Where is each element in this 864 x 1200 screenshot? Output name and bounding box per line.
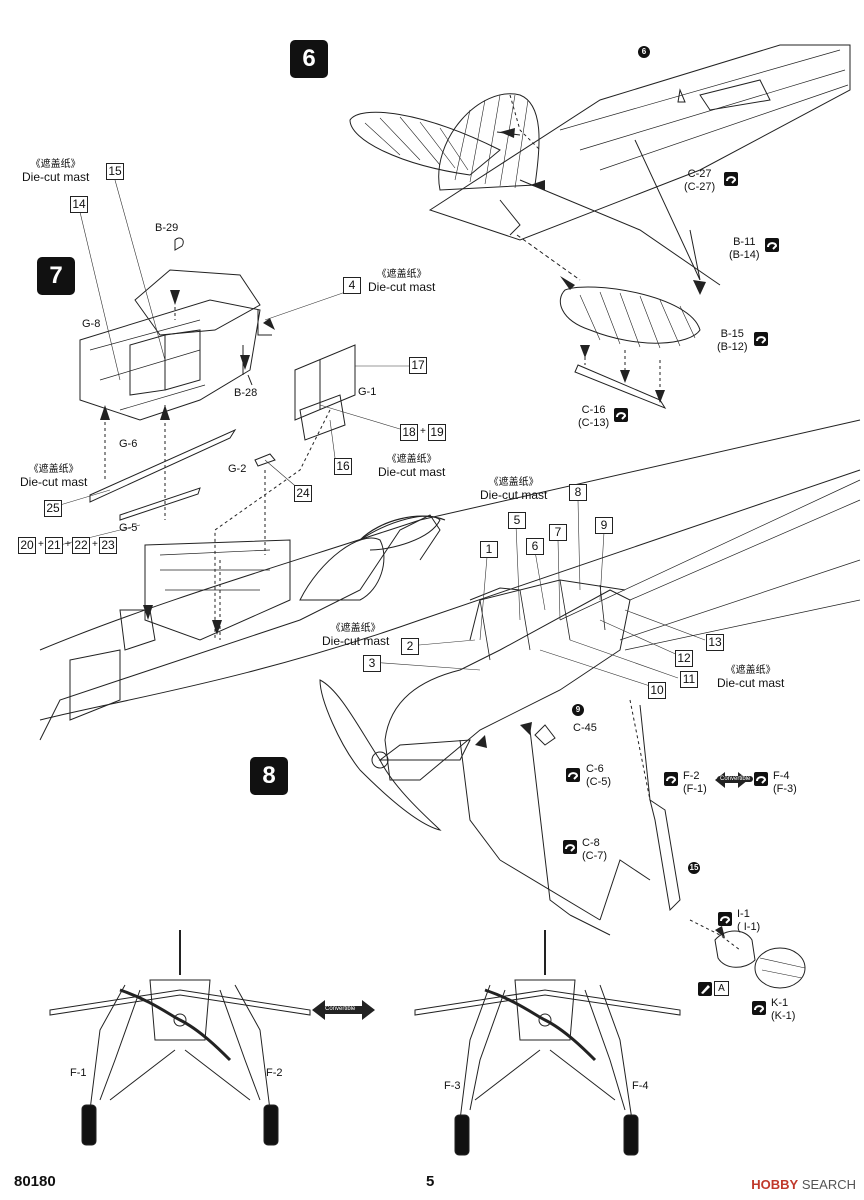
mask-14: 14 bbox=[70, 196, 88, 213]
mask-8: 8 bbox=[569, 484, 587, 501]
mask-4: 4 bbox=[343, 277, 361, 294]
part-label-c27: C-27(C-27) bbox=[684, 168, 716, 193]
part-label-k1: K-1(K-1) bbox=[771, 997, 796, 1022]
part-label-c6: C-6(C-5) bbox=[586, 763, 612, 788]
glue-icon bbox=[566, 768, 580, 782]
die-cut-note: 《遮盖纸》Die-cut mast bbox=[322, 623, 390, 648]
part-label-b28: B-28 bbox=[234, 387, 258, 399]
mask-19: 19 bbox=[428, 424, 446, 441]
callout-6: 6 bbox=[638, 46, 650, 58]
part-label-c16: C-16(C-13) bbox=[578, 404, 610, 429]
part-label-f4-bottom: F-4 bbox=[632, 1080, 649, 1092]
mask-20: 20 bbox=[18, 537, 36, 554]
glue-icon bbox=[563, 840, 577, 854]
front-view-f1-f2-drawing bbox=[49, 930, 311, 1146]
plus-sign: + bbox=[92, 539, 98, 550]
glue-icon bbox=[754, 332, 768, 346]
convertible-arrows bbox=[312, 772, 748, 1020]
die-cut-note: 《遮盖纸》Die-cut mast bbox=[480, 477, 548, 502]
paint-color-a: A bbox=[714, 981, 729, 996]
part-label-g5: G-5 bbox=[119, 522, 138, 534]
mask-9: 9 bbox=[595, 517, 613, 534]
die-cut-note: 《遮盖纸》Die-cut mast bbox=[20, 464, 88, 489]
paint-icon bbox=[698, 982, 712, 996]
part-label-g1: G-1 bbox=[358, 386, 377, 398]
mask-3: 3 bbox=[363, 655, 381, 672]
die-cut-note: 《遮盖纸》Die-cut mast bbox=[717, 665, 785, 690]
glue-icon bbox=[752, 1001, 766, 1015]
glue-icon bbox=[724, 172, 738, 186]
part-label-b11: B-11(B-14) bbox=[729, 236, 760, 261]
part-label-f2-bottom: F-2 bbox=[266, 1067, 283, 1079]
mask-16: 16 bbox=[334, 458, 352, 475]
part-label-f3: F-3 bbox=[444, 1080, 461, 1092]
part-label-f2-top: F-2(F-1) bbox=[683, 770, 707, 795]
step-8-badge: 8 bbox=[250, 757, 288, 795]
front-view-f3-f4-drawing bbox=[414, 930, 681, 1156]
mask-10: 10 bbox=[648, 682, 666, 699]
mask-24: 24 bbox=[294, 485, 312, 502]
mask-12: 12 bbox=[675, 650, 693, 667]
mask-23: 23 bbox=[99, 537, 117, 554]
part-label-i1: I-1( I-1) bbox=[737, 908, 761, 933]
plus-sign: + bbox=[420, 426, 426, 437]
step-7-badge: 7 bbox=[37, 257, 75, 295]
convertible-tag: Convertible bbox=[322, 1006, 359, 1012]
mask-1: 1 bbox=[480, 541, 498, 558]
callout-15: 15 bbox=[688, 862, 700, 874]
glue-icon bbox=[664, 772, 678, 786]
glue-icon bbox=[754, 772, 768, 786]
page-number: 5 bbox=[426, 1173, 435, 1190]
glue-icon bbox=[614, 408, 628, 422]
plus-sign: + bbox=[65, 539, 71, 550]
mask-25: 25 bbox=[44, 500, 62, 517]
mask-15: 15 bbox=[106, 163, 124, 180]
part-label-f1: F-1 bbox=[70, 1067, 87, 1079]
plus-sign: + bbox=[38, 539, 44, 550]
callout-9: 9 bbox=[572, 704, 584, 716]
mask-5: 5 bbox=[508, 512, 526, 529]
mask-2: 2 bbox=[401, 638, 419, 655]
mask-22: 22 bbox=[72, 537, 90, 554]
part-label-f4-top: F-4(F-3) bbox=[773, 770, 797, 795]
cockpit-drawing bbox=[39, 237, 861, 741]
mask-11: 11 bbox=[680, 671, 698, 688]
watermark-logo: HOBBY SEARCH bbox=[751, 1177, 856, 1192]
mask-13: 13 bbox=[706, 634, 724, 651]
convertible-tag: Convertible bbox=[717, 776, 754, 782]
part-label-g2: G-2 bbox=[228, 463, 247, 475]
glue-icon bbox=[718, 912, 732, 926]
part-label-b15: B-15(B-12) bbox=[717, 328, 748, 353]
die-cut-note: 《遮盖纸》Die-cut mast bbox=[368, 269, 436, 294]
kit-code: 80180 bbox=[14, 1173, 56, 1190]
part-label-g6: G-6 bbox=[119, 438, 138, 450]
mask-17: 17 bbox=[409, 357, 427, 374]
part-label-b29: B-29 bbox=[155, 222, 179, 234]
mask-6: 6 bbox=[526, 538, 544, 555]
front-fuselage-drawing bbox=[319, 479, 861, 989]
mask-18: 18 bbox=[400, 424, 418, 441]
glue-icon bbox=[765, 238, 779, 252]
part-label-c8: C-8(C-7) bbox=[582, 837, 608, 862]
die-cut-note: 《遮盖纸》Die-cut mast bbox=[22, 159, 90, 184]
mask-7: 7 bbox=[549, 524, 567, 541]
die-cut-note: 《遮盖纸》Die-cut mast bbox=[378, 454, 446, 479]
tail-assembly-drawing bbox=[349, 44, 851, 410]
step-6-badge: 6 bbox=[290, 40, 328, 78]
part-label-g8: G-8 bbox=[82, 318, 101, 330]
mask-21: 21 bbox=[45, 537, 63, 554]
part-label-c45: C-45 bbox=[573, 722, 597, 734]
